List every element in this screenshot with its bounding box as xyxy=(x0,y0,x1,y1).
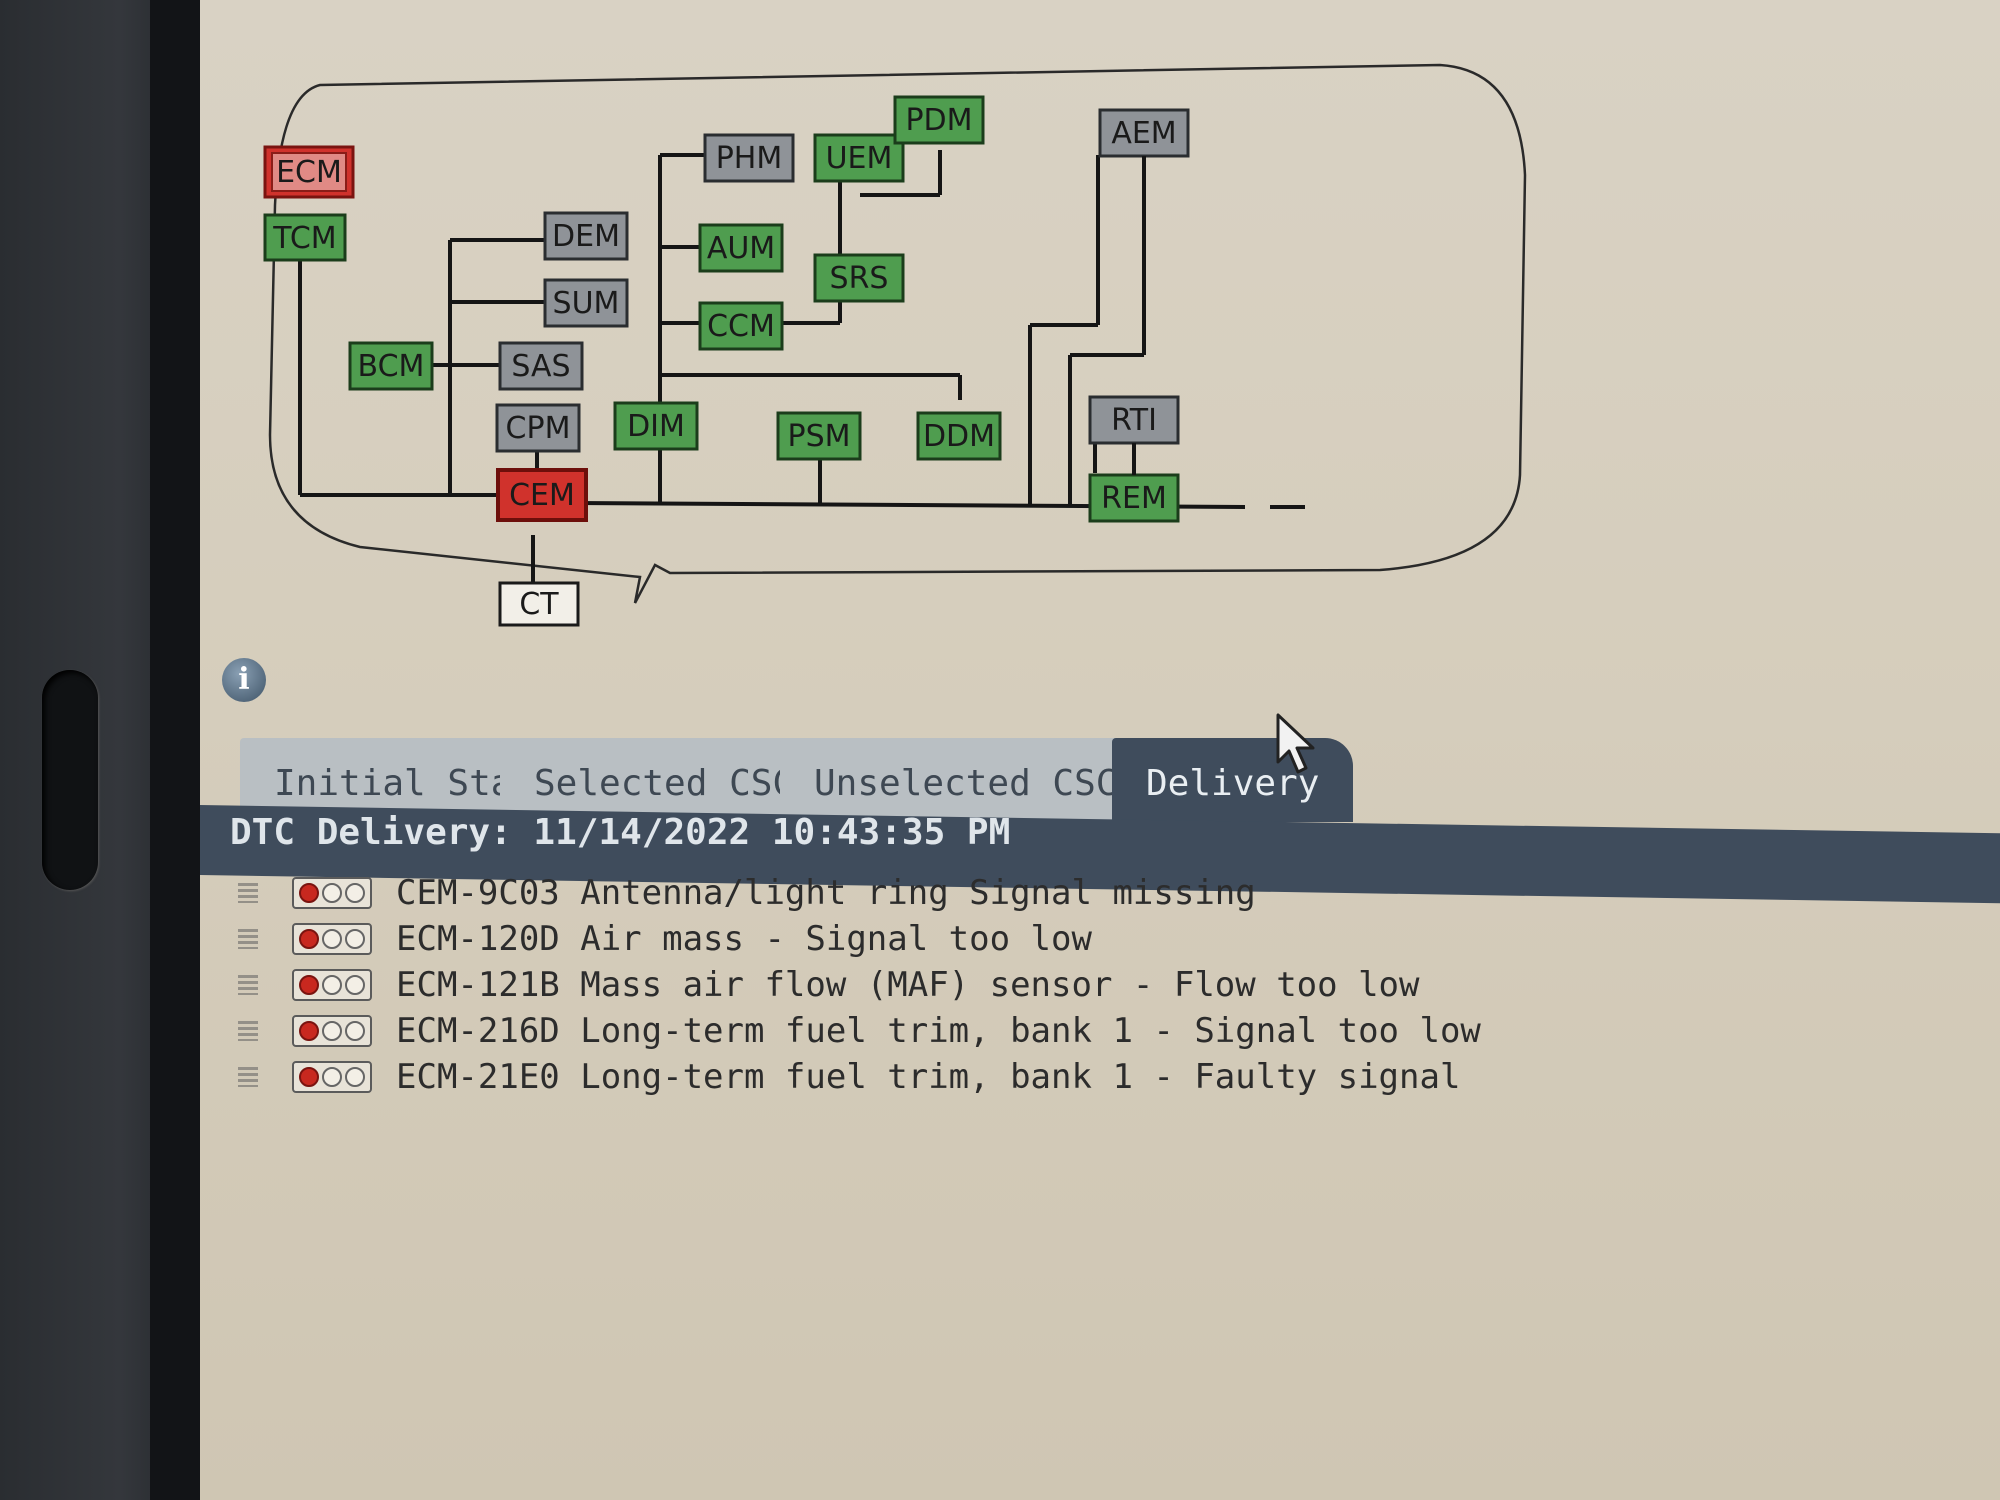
drag-grip-icon[interactable] xyxy=(238,1021,258,1041)
list-item[interactable]: ECM-120D Air mass - Signal too low xyxy=(238,916,1481,962)
dtc-text: CEM-9C03 Antenna/light ring Signal missi… xyxy=(396,873,1256,913)
traffic-light-icon xyxy=(292,923,372,955)
module-sum[interactable]: SUM xyxy=(543,278,629,328)
module-tcm[interactable]: TCM xyxy=(263,213,347,262)
tab-bar: Initial State Selected CSC Unselected CS… xyxy=(200,738,2000,822)
drag-grip-icon[interactable] xyxy=(238,975,258,995)
svg-text:BCM: BCM xyxy=(358,349,425,384)
traffic-light-icon xyxy=(292,1015,372,1047)
dtc-text: ECM-216D Long-term fuel trim, bank 1 - S… xyxy=(396,1011,1481,1051)
module-psm[interactable]: PSM xyxy=(776,411,862,461)
list-item[interactable]: ECM-121B Mass air flow (MAF) sensor - Fl… xyxy=(238,962,1481,1008)
page-title: DTC Delivery: 11/14/2022 10:43:35 PM xyxy=(230,812,1011,853)
module-ecm[interactable]: ECM xyxy=(263,145,355,199)
svg-text:SUM: SUM xyxy=(553,286,620,321)
mouse-pointer-icon xyxy=(1276,713,1315,774)
info-icon[interactable]: i xyxy=(222,658,266,702)
svg-text:CCM: CCM xyxy=(707,309,775,344)
svg-text:SRS: SRS xyxy=(830,261,889,296)
bus-lines xyxy=(298,150,1305,595)
svg-text:AEM: AEM xyxy=(1111,116,1176,151)
svg-text:PHM: PHM xyxy=(716,141,783,176)
module-pdm[interactable]: PDM xyxy=(893,95,985,145)
module-ddm[interactable]: DDM xyxy=(916,411,1002,461)
module-cpm[interactable]: CPM xyxy=(495,403,581,453)
list-item[interactable]: CEM-9C03 Antenna/light ring Signal missi… xyxy=(238,870,1481,916)
svg-text:REM: REM xyxy=(1101,481,1167,516)
svg-text:UEM: UEM xyxy=(826,141,893,176)
module-connectors xyxy=(1068,156,1146,507)
module-dim[interactable]: DIM xyxy=(613,401,699,451)
traffic-light-icon xyxy=(292,969,372,1001)
drag-grip-icon[interactable] xyxy=(238,883,258,903)
svg-text:DEM: DEM xyxy=(552,219,620,254)
svg-text:CEM: CEM xyxy=(509,478,575,513)
module-sas[interactable]: SAS xyxy=(498,341,584,391)
module-srs[interactable]: SRS xyxy=(813,253,905,303)
svg-text:DIM: DIM xyxy=(627,409,685,444)
module-phm[interactable]: PHM xyxy=(703,133,795,183)
module-ecm-label: ECM xyxy=(276,155,342,190)
module-ccm[interactable]: CCM xyxy=(698,301,784,351)
module-rti[interactable]: RTI xyxy=(1088,395,1180,445)
tab-delivery[interactable]: Delivery xyxy=(1112,738,1354,822)
svg-text:AUM: AUM xyxy=(707,231,775,266)
bezel-edge xyxy=(150,0,200,1500)
dtc-text: ECM-121B Mass air flow (MAF) sensor - Fl… xyxy=(396,965,1420,1005)
svg-text:CPM: CPM xyxy=(506,411,571,446)
dtc-list: CEM-9C03 Antenna/light ring Signal missi… xyxy=(238,870,1481,1100)
module-cem[interactable]: CEM xyxy=(496,468,588,522)
tab-selected-csc[interactable]: Selected CSC xyxy=(500,738,829,822)
tab-unselected-csc[interactable]: Unselected CSC xyxy=(780,738,1152,822)
svg-text:PSM: PSM xyxy=(787,419,850,454)
module-rem[interactable]: REM xyxy=(1088,473,1180,523)
svg-text:SAS: SAS xyxy=(511,349,570,384)
drag-grip-icon[interactable] xyxy=(238,1067,258,1087)
module-bcm[interactable]: BCM xyxy=(348,341,434,391)
module-aum[interactable]: AUM xyxy=(698,223,784,273)
svg-text:DDM: DDM xyxy=(923,419,995,454)
module-uem[interactable]: UEM xyxy=(813,133,905,183)
module-dem[interactable]: DEM xyxy=(543,211,629,261)
svg-text:PDM: PDM xyxy=(905,103,972,138)
svg-text:TCM: TCM xyxy=(272,221,336,256)
traffic-light-icon xyxy=(292,1061,372,1093)
module-aem[interactable]: AEM xyxy=(1098,108,1190,158)
module-ct[interactable]: CT xyxy=(498,581,580,627)
monitor-bezel xyxy=(0,0,200,1500)
screen: ECM TCM DEM SUM BCM SAS CPM CEM CT PHM U… xyxy=(200,0,2000,1500)
dtc-text: ECM-21E0 Long-term fuel trim, bank 1 - F… xyxy=(396,1057,1461,1097)
list-item[interactable]: ECM-21E0 Long-term fuel trim, bank 1 - F… xyxy=(238,1054,1481,1100)
svg-text:CT: CT xyxy=(519,587,559,622)
bezel-button xyxy=(42,670,98,890)
list-item[interactable]: ECM-216D Long-term fuel trim, bank 1 - S… xyxy=(238,1008,1481,1054)
drag-grip-icon[interactable] xyxy=(238,929,258,949)
vehicle-network-diagram: ECM TCM DEM SUM BCM SAS CPM CEM CT PHM U… xyxy=(263,63,1527,627)
traffic-light-icon xyxy=(292,877,372,909)
svg-text:RTI: RTI xyxy=(1111,403,1157,438)
dtc-text: ECM-120D Air mass - Signal too low xyxy=(396,919,1092,959)
